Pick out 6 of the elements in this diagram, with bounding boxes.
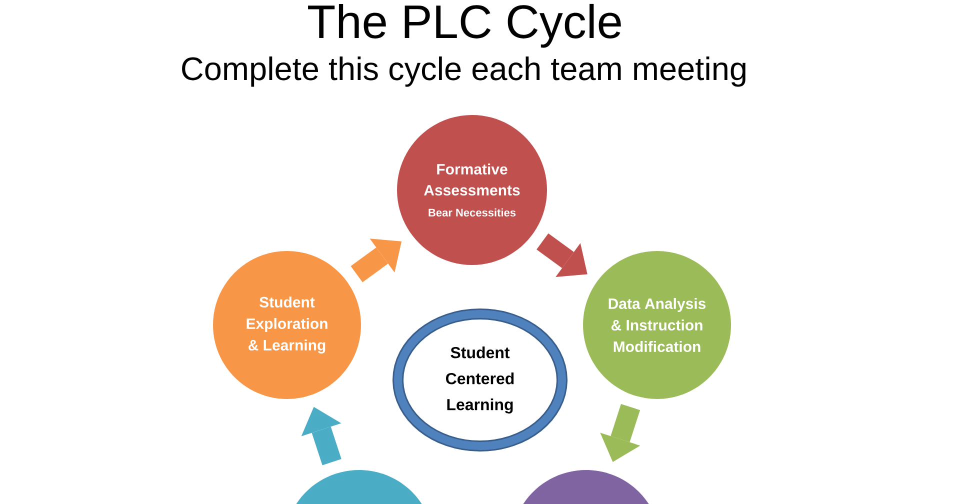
- block-arrow: [600, 404, 640, 462]
- center-ring: Student Centered Learning: [392, 308, 568, 452]
- title: The PLC Cycle: [308, 4, 621, 48]
- block-arrow: [350, 238, 402, 282]
- block-arrow: [301, 406, 342, 466]
- block-arrow: [536, 233, 588, 277]
